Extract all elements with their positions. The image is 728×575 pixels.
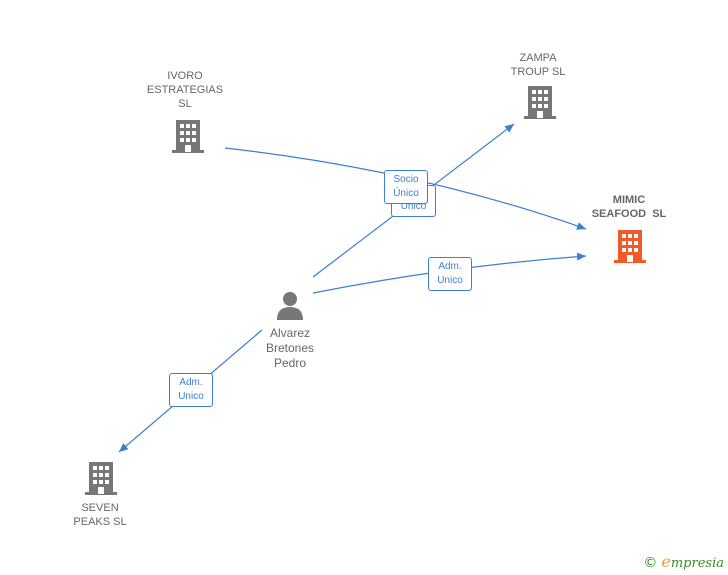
brand-initial: e xyxy=(661,552,671,571)
company-label-zampa[interactable]: ZAMPA TROUP SL xyxy=(510,52,566,78)
building-icon[interactable] xyxy=(85,460,117,496)
edge-label-socio-unico: Socio Único xyxy=(384,170,428,204)
edge-label-adm-unico-mimic: Adm. Unico xyxy=(428,257,472,291)
person-icon[interactable] xyxy=(276,290,304,320)
empresia-logo[interactable]: ©empresia xyxy=(643,552,724,571)
company-label-mimic[interactable]: MIMIC SEAFOOD SL xyxy=(591,194,667,220)
company-label-seven[interactable]: SEVEN PEAKS SL xyxy=(73,502,127,528)
person-label[interactable]: Alvarez Bretones Pedro xyxy=(265,326,315,370)
edge-label-adm-unico-seven: Adm. Unico xyxy=(169,373,213,407)
copyright-symbol: © xyxy=(643,555,658,571)
company-label-ivoro[interactable]: IVORO ESTRATEGIAS SL xyxy=(146,70,224,110)
building-icon[interactable] xyxy=(172,118,204,154)
building-icon[interactable] xyxy=(614,228,646,264)
building-icon[interactable] xyxy=(524,84,556,120)
brand-name: mpresia xyxy=(670,556,724,571)
